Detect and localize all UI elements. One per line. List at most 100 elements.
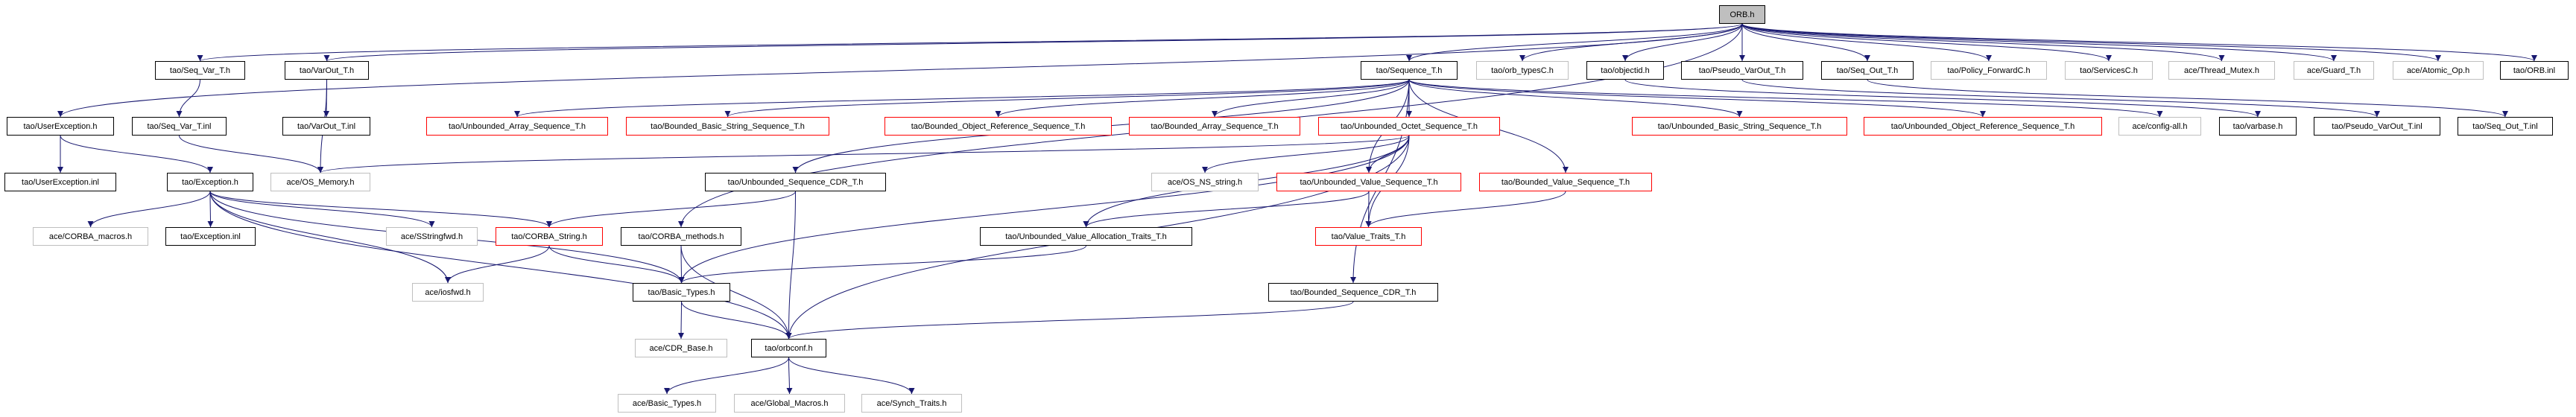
node-iosfwd-h[interactable]: ace/iosfwd.h [412, 283, 484, 302]
node-orb-typesc-h[interactable]: tao/orb_typesC.h [1476, 61, 1569, 80]
node-seq-var-t-h[interactable]: tao/Seq_Var_T.h [155, 61, 245, 80]
edge-orbconf-h-to-ace-basic-types-h [664, 357, 789, 395]
edge-sequence-t-h-to-unbounded-array-sequence-t-h [514, 79, 1410, 118]
edge-seq-var-t-inl-to-os-memory-h [179, 135, 323, 174]
edge-orb-h-to-thread-mutex-h [1741, 23, 2225, 62]
node-exception-h[interactable]: tao/Exception.h [167, 173, 253, 191]
edge-orbconf-h-to-synch-traits-h [788, 357, 915, 395]
edge-bounded-sequence-cdr-t-h-to-orbconf-h [785, 301, 1354, 340]
edge-unbounded-value-sequence-t-h-to-unbounded-value-allocation-traits-t-h [1083, 191, 1370, 228]
node-cdr-base-h[interactable]: ace/CDR_Base.h [635, 339, 727, 357]
edge-orb-h-to-guard-t-h [1741, 23, 2337, 62]
node-userexception-inl[interactable]: tao/UserException.inl [4, 173, 116, 191]
edge-orb-h-to-atomic-op-h [1741, 23, 2441, 62]
node-global-macros-h[interactable]: ace/Global_Macros.h [734, 394, 845, 413]
node-servicesc-h[interactable]: tao/ServicesC.h [2065, 61, 2153, 80]
node-policy-forwardc-h[interactable]: tao/Policy_ForwardC.h [1931, 61, 2047, 80]
edge-userexception-h-to-exception-h [60, 135, 213, 174]
edge-bounded-value-sequence-t-h-to-value-traits-t-h [1365, 191, 1566, 228]
node-unbounded-value-allocation-traits-t-h[interactable]: tao/Unbounded_Value_Allocation_Traits_T.… [980, 227, 1192, 246]
edge-orb-h-to-sequence-t-h [1406, 23, 1743, 62]
edge-sequence-t-h-to-bounded-basic-string-sequence-t-h [724, 79, 1410, 118]
node-corba-string-h[interactable]: tao/CORBA_String.h [496, 227, 603, 246]
edge-corba-methods-h-to-orbconf-h [680, 245, 792, 340]
edge-orb-h-to-orb-typesc-h [1519, 23, 1743, 62]
edge-exception-h-to-iosfwd-h [209, 191, 451, 284]
node-seq-var-t-inl[interactable]: tao/Seq_Var_T.inl [132, 117, 227, 136]
edge-basic-types-h-to-cdr-base-h [678, 301, 685, 340]
edge-unbounded-octet-sequence-t-h-to-os-ns-string-h [1202, 135, 1410, 174]
node-ace-basic-types-h[interactable]: ace/Basic_Types.h [618, 394, 716, 413]
node-orbconf-h[interactable]: tao/orbconf.h [751, 339, 826, 357]
edge-sequence-t-h-to-bounded-object-reference-sequence-t-h [995, 79, 1410, 118]
node-userexception-h[interactable]: tao/UserException.h [7, 117, 114, 136]
edge-basic-types-h-to-orbconf-h [681, 301, 792, 340]
node-sequence-t-h[interactable]: tao/Sequence_T.h [1361, 61, 1458, 80]
node-config-all-h[interactable]: ace/config-all.h [2118, 117, 2201, 136]
edge-sequence-t-h-to-unbounded-basic-string-sequence-t-h [1408, 79, 1743, 118]
edge-unbounded-sequence-cdr-t-h-to-corba-string-h [546, 191, 796, 228]
edge-sequence-t-h-to-config-all-h [1408, 79, 2163, 118]
node-unbounded-value-sequence-t-h[interactable]: tao/Unbounded_Value_Sequence_T.h [1276, 173, 1461, 191]
node-varbase-h[interactable]: tao/varbase.h [2219, 117, 2297, 136]
edge-orb-h-to-objectid-h [1622, 23, 1743, 62]
node-basic-types-h[interactable]: tao/Basic_Types.h [633, 283, 730, 302]
node-os-memory-h[interactable]: ace/OS_Memory.h [270, 173, 370, 191]
node-varout-t-h[interactable]: tao/VarOut_T.h [285, 61, 369, 80]
edge-pseudo-varout-t-h-to-pseudo-varout-t-inl [1741, 79, 2380, 118]
node-seq-out-t-inl[interactable]: tao/Seq_Out_T.inl [2458, 117, 2553, 136]
node-atomic-op-h[interactable]: ace/Atomic_Op.h [2393, 61, 2484, 80]
node-bounded-object-reference-sequence-t-h[interactable]: tao/Bounded_Object_Reference_Sequence_T.… [884, 117, 1112, 136]
node-pseudo-varout-t-inl[interactable]: tao/Pseudo_VarOut_T.inl [2314, 117, 2440, 136]
node-unbounded-sequence-cdr-t-h[interactable]: tao/Unbounded_Sequence_CDR_T.h [705, 173, 886, 191]
edge-unbounded-octet-sequence-t-h-to-basic-types-h [678, 135, 1410, 284]
node-unbounded-octet-sequence-t-h[interactable]: tao/Unbounded_Octet_Sequence_T.h [1318, 117, 1500, 136]
edge-orb-h-to-varout-t-h [324, 23, 1743, 62]
node-corba-methods-h[interactable]: tao/CORBA_methods.h [621, 227, 741, 246]
node-guard-t-h[interactable]: ace/Guard_T.h [2294, 61, 2374, 80]
edge-exception-h-to-corba-string-h [209, 191, 552, 228]
node-unbounded-array-sequence-t-h[interactable]: tao/Unbounded_Array_Sequence_T.h [426, 117, 608, 136]
node-corba-macros-h[interactable]: ace/CORBA_macros.h [33, 227, 148, 246]
edge-orbconf-h-to-global-macros-h [786, 357, 793, 395]
edge-unbounded-octet-sequence-t-h-to-os-memory-h [317, 135, 1410, 174]
edge-orb-h-to-servicesc-h [1741, 23, 2112, 62]
edge-unbounded-value-allocation-traits-t-h-to-basic-types-h [678, 245, 1086, 284]
node-bounded-basic-string-sequence-t-h[interactable]: tao/Bounded_Basic_String_Sequence_T.h [626, 117, 829, 136]
node-orb-h[interactable]: ORB.h [1719, 5, 1765, 24]
edge-seq-var-t-h-to-seq-var-t-inl [176, 79, 200, 118]
node-sstringfwd-h[interactable]: ace/SStringfwd.h [386, 227, 478, 246]
node-seq-out-t-h[interactable]: tao/Seq_Out_T.h [1821, 61, 1914, 80]
node-bounded-value-sequence-t-h[interactable]: tao/Bounded_Value_Sequence_T.h [1479, 173, 1652, 191]
edge-seq-out-t-h-to-seq-out-t-inl [1867, 79, 2508, 118]
node-varout-t-inl[interactable]: tao/VarOut_T.inl [282, 117, 370, 136]
node-synch-traits-h[interactable]: ace/Synch_Traits.h [861, 394, 962, 413]
edge-orb-h-to-policy-forwardc-h [1741, 23, 1992, 62]
node-bounded-array-sequence-t-h[interactable]: tao/Bounded_Array_Sequence_T.h [1129, 117, 1300, 136]
edge-unbounded-value-sequence-t-h-to-value-traits-t-h [1365, 191, 1372, 228]
edge-exception-h-to-orbconf-h [209, 191, 792, 340]
edge-unbounded-sequence-cdr-t-h-to-orbconf-h [785, 191, 796, 340]
node-exception-inl[interactable]: tao/Exception.inl [165, 227, 256, 246]
node-os-ns-string-h[interactable]: ace/OS_NS_string.h [1151, 173, 1259, 191]
edge-exception-h-to-corba-macros-h [87, 191, 211, 228]
node-bounded-sequence-cdr-t-h[interactable]: tao/Bounded_Sequence_CDR_T.h [1268, 283, 1438, 302]
edge-objectid-h-to-varbase-h [1624, 79, 2261, 118]
node-unbounded-basic-string-sequence-t-h[interactable]: tao/Unbounded_Basic_String_Sequence_T.h [1632, 117, 1847, 136]
node-orb-inl[interactable]: tao/ORB.inl [2500, 61, 2569, 80]
edge-corba-string-h-to-basic-types-h [548, 245, 685, 284]
node-value-traits-t-h[interactable]: tao/Value_Traits_T.h [1315, 227, 1422, 246]
edge-orb-h-to-orb-inl [1741, 23, 2537, 62]
node-unbounded-object-reference-sequence-t-h[interactable]: tao/Unbounded_Object_Reference_Sequence_… [1864, 117, 2102, 136]
node-thread-mutex-h[interactable]: ace/Thread_Mutex.h [2168, 61, 2275, 80]
node-objectid-h[interactable]: tao/objectid.h [1586, 61, 1664, 80]
edge-corba-string-h-to-iosfwd-h [445, 245, 550, 284]
edge-sequence-t-h-to-bounded-array-sequence-t-h [1212, 79, 1410, 118]
node-pseudo-varout-t-h[interactable]: tao/Pseudo_VarOut_T.h [1681, 61, 1803, 80]
edge-orb-h-to-seq-var-t-h [197, 23, 1743, 62]
edge-exception-h-to-exception-inl [207, 191, 214, 228]
edge-sequence-t-h-to-unbounded-object-reference-sequence-t-h [1408, 79, 1986, 118]
edge-orb-h-to-seq-out-t-h [1741, 23, 1870, 62]
